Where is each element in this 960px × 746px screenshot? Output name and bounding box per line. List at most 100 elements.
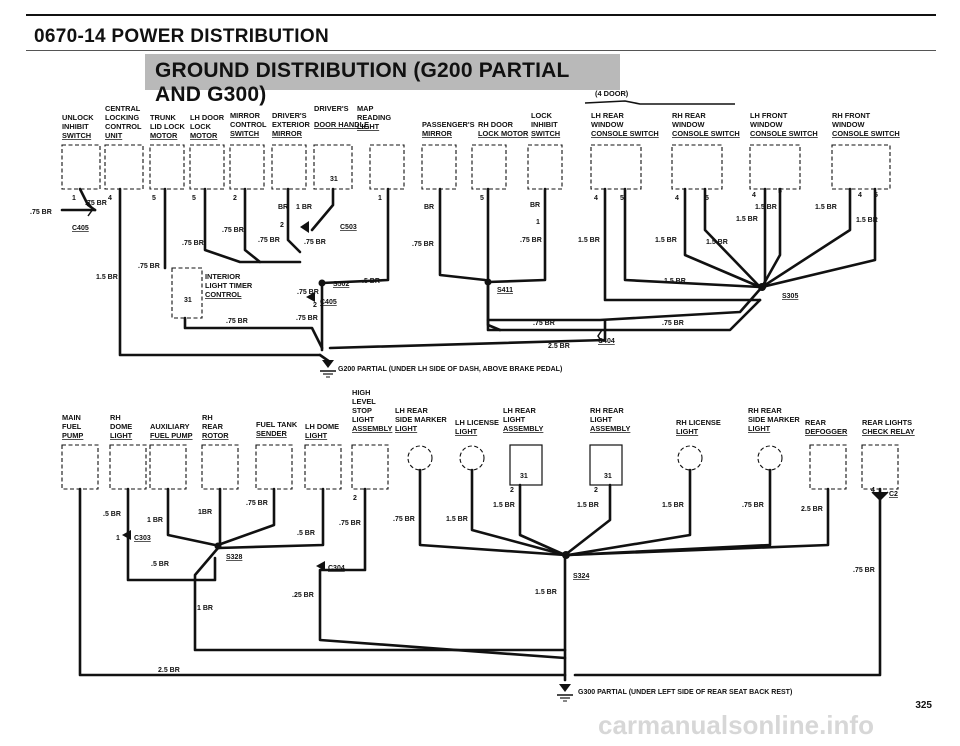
bottom-pin-numbers: 1 2 31 31 2 2 4	[116, 473, 875, 542]
svg-text:.75 BR: .75 BR	[339, 520, 361, 527]
svg-text:4: 4	[108, 195, 112, 202]
svg-text:INTERIOR: INTERIOR	[205, 272, 241, 281]
svg-text:1 BR: 1 BR	[197, 605, 213, 612]
svg-text:5: 5	[152, 195, 156, 202]
svg-text:.25 BR: .25 BR	[292, 592, 314, 599]
svg-text:LH DOME: LH DOME	[305, 422, 339, 431]
wire-map-light	[320, 187, 390, 285]
box-fuel-tank-sender	[255, 444, 293, 490]
lamp-lh-license-light	[459, 445, 485, 471]
box-central-locking	[104, 144, 144, 190]
svg-text:LH DOOR: LH DOOR	[190, 113, 225, 122]
svg-text:SWITCH: SWITCH	[531, 129, 560, 138]
diagram-title: GROUND DISTRIBUTION (G200 PARTIAL AND G3…	[155, 59, 570, 106]
svg-text:HIGH: HIGH	[352, 388, 370, 397]
svg-text:.75 BR: .75 BR	[297, 289, 319, 296]
svg-text:INHIBIT: INHIBIT	[531, 120, 558, 129]
box-rh-rear-light-assembly	[589, 444, 623, 486]
svg-text:INHIBIT: INHIBIT	[62, 122, 89, 131]
svg-text:BR: BR	[278, 204, 288, 211]
svg-text:LIGHT: LIGHT	[305, 431, 328, 440]
svg-text:.75 BR: .75 BR	[412, 241, 434, 248]
svg-text:LIGHT: LIGHT	[352, 415, 375, 424]
svg-text:WINDOW: WINDOW	[750, 120, 782, 129]
top-wire-labels: .75 BR .75 BR BR 1 BR BR BR .75 BR .75 B…	[30, 200, 878, 350]
svg-text:RH REAR: RH REAR	[672, 111, 706, 120]
svg-text:31: 31	[604, 473, 612, 480]
splice-s502	[318, 279, 326, 287]
svg-text:2.5 BR: 2.5 BR	[548, 343, 570, 350]
label-c304: C304	[328, 565, 345, 572]
wire-lock-inhibit	[486, 187, 547, 284]
label-lh-rear-window-switch: LH REAR WINDOW CONSOLE SWITCH	[591, 111, 659, 138]
svg-text:CENTRAL: CENTRAL	[105, 104, 141, 113]
label-interior-light-timer: INTERIOR LIGHT TIMER CONTROL	[205, 272, 253, 299]
svg-text:.75 BR: .75 BR	[304, 239, 326, 246]
svg-text:FUEL: FUEL	[62, 422, 82, 431]
svg-text:REAR: REAR	[202, 422, 224, 431]
svg-text:LH REAR: LH REAR	[503, 406, 537, 415]
wire-lh-door-lock	[203, 187, 302, 264]
svg-text:MIRROR: MIRROR	[422, 129, 453, 138]
wire-lh-license	[470, 468, 567, 557]
top-wires	[60, 187, 877, 357]
wire-main-fuel-pump	[78, 487, 567, 677]
svg-text:RH: RH	[110, 413, 121, 422]
top-component-labels: (4 DOOR) UNLOCK INHIBIT SWITCH CENTRAL L…	[62, 89, 900, 140]
svg-text:MOTOR: MOTOR	[150, 131, 178, 140]
svg-text:CONTROL: CONTROL	[105, 122, 142, 131]
svg-text:1.5 BR: 1.5 BR	[96, 274, 118, 281]
svg-text:DEFOGGER: DEFOGGER	[805, 427, 848, 436]
svg-text:CONSOLE SWITCH: CONSOLE SWITCH	[591, 129, 659, 138]
wire-central-locking	[118, 187, 322, 357]
four-door-note: (4 DOOR)	[595, 89, 629, 98]
svg-text:WINDOW: WINDOW	[591, 120, 623, 129]
wire-s305-to-s411	[486, 285, 764, 322]
box-rh-rear-rotor	[201, 444, 239, 490]
svg-text:MOTOR: MOTOR	[190, 131, 218, 140]
svg-text:2: 2	[280, 222, 284, 229]
svg-text:LID LOCK: LID LOCK	[150, 122, 186, 131]
wire-lh-rear-light	[518, 483, 567, 557]
svg-text:1 BR: 1 BR	[147, 517, 163, 524]
svg-text:31: 31	[330, 176, 338, 183]
label-drivers-exterior-mirror: DRIVER'S EXTERIOR MIRROR	[272, 111, 310, 138]
box-map-reading-light	[369, 144, 405, 190]
svg-text:1.5 BR: 1.5 BR	[446, 516, 468, 523]
wire-s328-to-g300	[193, 546, 567, 652]
ground-g200-marker	[322, 360, 334, 368]
label-trunk-lid-lock-motor: TRUNK LID LOCK MOTOR	[150, 113, 186, 140]
svg-text:DRIVER'S: DRIVER'S	[314, 104, 349, 113]
svg-text:.75 BR: .75 BR	[138, 263, 160, 270]
box-passengers-mirror	[421, 144, 457, 190]
box-mirror-control-switch	[229, 144, 265, 190]
svg-text:READING: READING	[357, 113, 391, 122]
svg-text:1: 1	[116, 535, 120, 542]
bottom-connector-labels: C303 S328 C304 S324 C2 G300 PARTIAL (UND…	[134, 491, 898, 696]
svg-text:LH LICENSE: LH LICENSE	[455, 418, 499, 427]
svg-text:1: 1	[378, 195, 382, 202]
box-interior-light-timer	[171, 267, 203, 319]
svg-text:.75 BR: .75 BR	[246, 500, 268, 507]
box-lh-front-window-switch	[749, 144, 801, 190]
connector-c405a-marker	[87, 201, 94, 217]
svg-text:.5 BR: .5 BR	[103, 511, 121, 518]
lamp-rh-rear-side-marker	[757, 445, 783, 471]
wire-rh-front-window-b	[760, 187, 877, 289]
wire-s411-trunk	[486, 280, 762, 332]
bottom-nodes	[122, 491, 889, 571]
wire-aux-fuel-pump	[166, 487, 217, 547]
svg-text:MAP: MAP	[357, 104, 373, 113]
svg-text:4: 4	[752, 192, 756, 199]
svg-text:4: 4	[594, 195, 598, 202]
svg-text:1.5 BR: 1.5 BR	[664, 278, 686, 285]
svg-text:1.5 BR: 1.5 BR	[662, 502, 684, 509]
four-door-brace	[584, 100, 735, 105]
wire-rh-front-window-a	[760, 187, 852, 289]
